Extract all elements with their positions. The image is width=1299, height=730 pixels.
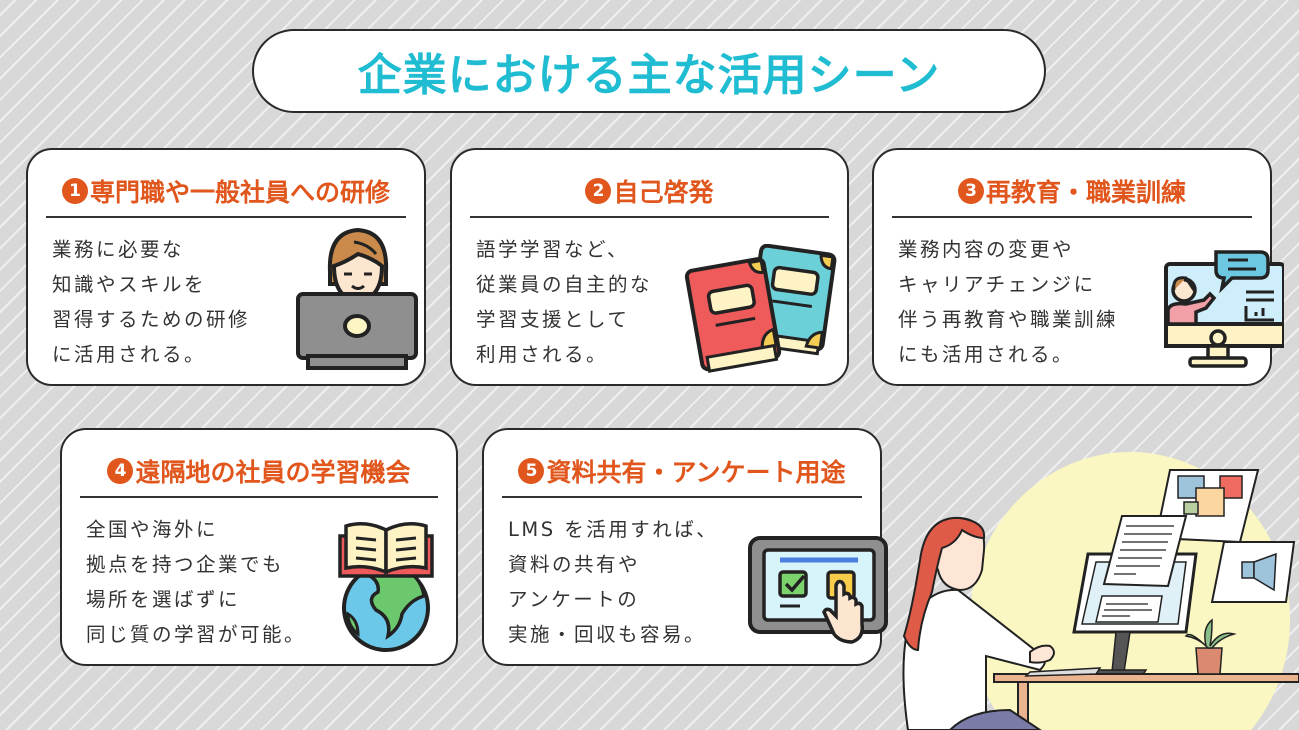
card-title: 1 専門職や一般社員への研修: [61, 173, 390, 209]
description-line: キャリアチェンジに: [898, 273, 1096, 296]
number-badge: 4: [107, 458, 134, 484]
person-laptop-icon: [296, 227, 418, 370]
description-line: 資料の共有や: [508, 553, 641, 576]
card-title: 5 資料共有・アンケート用途: [518, 453, 846, 489]
card-title: 3 再教育・職業訓練: [957, 173, 1186, 209]
card-description: LMS を活用すれば、 資料の共有や アンケートの 実施・回収も容易。: [508, 512, 718, 652]
description-line: に活用される。: [52, 343, 207, 366]
title-banner: 企業における主な活用シーン: [252, 29, 1046, 113]
description-line: 学習支援として: [476, 308, 630, 331]
description-line: 拠点を持つ企業でも: [86, 553, 285, 576]
description-line: 語学学習など、: [476, 238, 630, 261]
online-lecture-monitor-icon: [1164, 250, 1284, 368]
card-title-text: 専門職や一般社員への研修: [89, 178, 390, 207]
tablet-survey-icon: [748, 536, 888, 644]
card-self-development: 2 自己啓発 語学学習など、 従業員の自主的な 学習支援として 利用される。: [450, 148, 849, 386]
description-line: アンケートの: [508, 588, 640, 611]
card-title: 2 自己啓発: [585, 173, 714, 209]
card-header: 5 資料共有・アンケート用途: [502, 446, 862, 498]
description-line: 知識やスキルを: [52, 273, 207, 296]
card-training: 1 専門職や一般社員への研修 業務に必要な 知識やスキルを 習得するための研修 …: [26, 148, 426, 386]
card-title: 4 遠隔地の社員の学習機会: [107, 453, 411, 489]
number-badge: 2: [585, 178, 612, 204]
description-line: 場所を選ばずに: [86, 588, 241, 611]
card-title-text: 遠隔地の社員の学習機会: [135, 458, 411, 487]
card-description: 業務に必要な 知識やスキルを 習得するための研修 に活用される。: [52, 232, 250, 372]
number-badge: 3: [957, 178, 984, 204]
description-line: にも活用される。: [898, 343, 1075, 366]
number-badge: 1: [61, 178, 88, 204]
description-line: LMS を活用すれば、: [508, 518, 719, 541]
woman-at-computer-illustration: [902, 452, 1299, 730]
card-header: 4 遠隔地の社員の学習機会: [80, 446, 438, 498]
card-header: 3 再教育・職業訓練: [892, 166, 1252, 218]
description-line: 実施・回収も容易。: [508, 623, 707, 646]
page-title: 企業における主な活用シーン: [357, 50, 941, 101]
number-badge: 5: [518, 458, 545, 484]
card-document-survey: 5 資料共有・アンケート用途 LMS を活用すれば、 資料の共有や アンケートの…: [482, 428, 888, 666]
description-line: 同じ質の学習が可能。: [86, 623, 307, 646]
notebooks-icon: [684, 244, 837, 373]
card-title-text: 自己啓発: [613, 178, 714, 207]
card-title-text: 資料共有・アンケート用途: [546, 458, 846, 487]
card-title-text: 再教育・職業訓練: [985, 178, 1186, 207]
card-reeducation: 3 再教育・職業訓練 業務内容の変更や キャリアチェンジに 伴う再教育や職業訓練…: [872, 148, 1284, 386]
description-line: 伴う再教育や職業訓練: [898, 308, 1119, 331]
card-description: 語学学習など、 従業員の自主的な 学習支援として 利用される。: [476, 232, 652, 372]
description-line: 業務に必要な: [52, 238, 185, 261]
card-description: 全国や海外に 拠点を持つ企業でも 場所を選ばずに 同じ質の学習が可能。: [86, 512, 306, 652]
description-line: 全国や海外に: [86, 518, 219, 541]
card-header: 1 専門職や一般社員への研修: [46, 166, 406, 218]
description-line: 習得するための研修: [52, 308, 251, 331]
card-header: 2 自己啓発: [470, 166, 829, 218]
description-line: 業務内容の変更や: [898, 238, 1075, 261]
card-remote-learning: 4 遠隔地の社員の学習機会 全国や海外に 拠点を持つ企業でも 場所を選ばずに 同…: [60, 428, 458, 666]
card-description: 業務内容の変更や キャリアチェンジに 伴う再教育や職業訓練 にも活用される。: [898, 232, 1118, 372]
description-line: 従業員の自主的な: [476, 273, 653, 296]
description-line: 利用される。: [476, 343, 609, 366]
book-globe-icon: [338, 522, 434, 652]
